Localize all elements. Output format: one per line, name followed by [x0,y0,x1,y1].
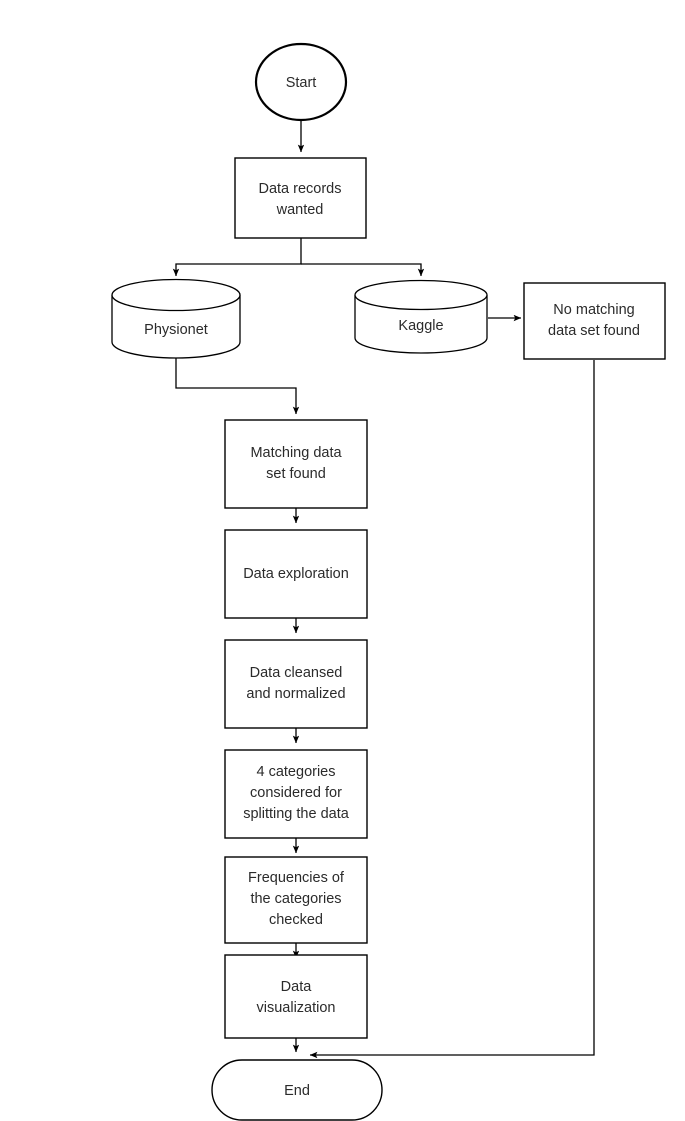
node-data-exploration[interactable]: Data exploration [224,529,368,619]
matchfound-label-line1: Matching data [250,445,342,461]
cleansed-label-line2: and normalized [246,686,345,702]
start-circle [254,42,348,122]
start-label: Start [286,75,317,91]
categories-label-line3: splitting the data [243,806,350,822]
node-start[interactable]: Start [254,42,348,122]
frequencies-label-line3: checked [269,912,323,928]
visualization-label-line2: visualization [257,1000,336,1016]
categories-label-line2: considered for [250,785,342,801]
physionet-cylinder-body [111,295,241,359]
nomatch-label-line2: data set found [548,323,640,339]
categories-box [224,749,368,839]
matchfound-box [224,419,368,509]
node-data-cleansed-and-normalized[interactable]: Data cleansed and normalized [224,639,368,729]
records-label-line1: Data records [258,181,341,197]
records-box [234,157,367,239]
cleansed-label-line1: Data cleansed [250,665,343,681]
exploration-label-line1: Data exploration [243,566,349,582]
node-no-matching-data-set-found[interactable]: No matching data set found [523,282,666,360]
node-matching-data-set-found[interactable]: Matching data set found [224,419,368,509]
nomatch-box [523,282,666,360]
node-data-visualization[interactable]: Data visualization [224,954,368,1039]
edge-physionet-to-matchfound [175,357,300,415]
kaggle-cylinder-top [354,279,488,311]
frequencies-box [224,856,368,944]
matchfound-label-line2: set found [266,466,326,482]
node-physionet-database[interactable]: Physionet [111,278,241,359]
visualization-label-line1: Data [281,979,313,995]
physionet-label: Physionet [144,322,208,338]
frequencies-label-line1: Frequencies of [248,870,345,886]
physionet-cylinder-top [111,278,241,312]
categories-label-line1: 4 categories [257,764,336,780]
cleansed-box [224,639,368,729]
end-terminator [211,1059,383,1121]
nomatch-label-line1: No matching [553,302,634,318]
records-label-line2: wanted [276,202,324,218]
frequencies-label-line2: the categories [250,891,341,907]
kaggle-label: Kaggle [398,318,443,334]
edge-records-to-kaggle [301,263,425,277]
edge-nomatch-to-end [309,360,595,1059]
node-data-records-wanted[interactable]: Data records wanted [234,157,367,239]
node-four-categories-considered[interactable]: 4 categories considered for splitting th… [224,749,368,839]
node-frequencies-checked[interactable]: Frequencies of the categories checked [224,856,368,944]
node-end[interactable]: End [211,1059,383,1121]
edge-records-to-physionet [172,238,302,277]
visualization-box [224,954,368,1039]
kaggle-cylinder-body [354,295,488,354]
edge-layer [172,120,595,1059]
exploration-box [224,529,368,619]
node-kaggle-database[interactable]: Kaggle [354,279,488,354]
end-label: End [284,1083,310,1099]
